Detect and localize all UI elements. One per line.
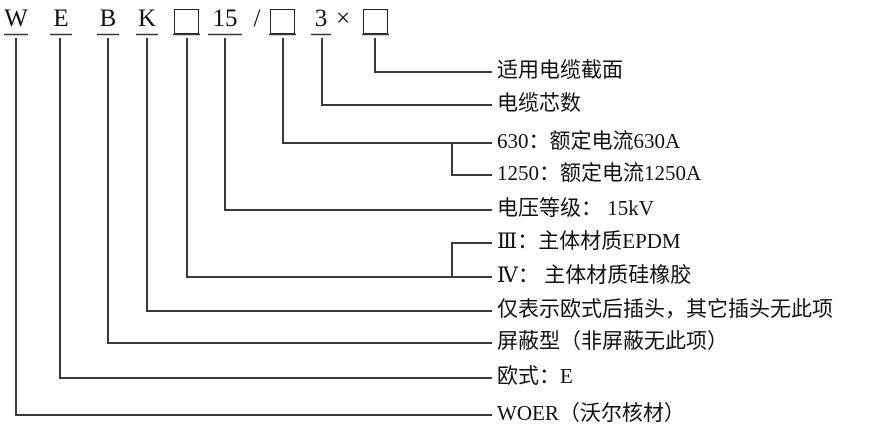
code-underline-box1 bbox=[173, 33, 200, 36]
leader-voltage-class bbox=[224, 38, 492, 211]
callout-label-voltage-class: 电压等级： 15kV bbox=[497, 196, 654, 220]
code-segment-15: 15 bbox=[212, 5, 238, 32]
code-segment-times: × bbox=[335, 5, 351, 32]
code-segment-box2 bbox=[270, 9, 295, 34]
code-underline-b bbox=[97, 33, 119, 36]
leader-rated-current-630 bbox=[282, 38, 492, 144]
leader-european-style bbox=[59, 38, 492, 379]
code-segment-slash: / bbox=[253, 5, 261, 32]
leader-material-epdm bbox=[451, 242, 492, 277]
code-underline-e bbox=[50, 33, 72, 36]
code-segment-3: 3 bbox=[314, 5, 328, 32]
code-underline-3 bbox=[311, 33, 331, 36]
leader-rated-current-1250 bbox=[451, 143, 492, 176]
code-underline-k bbox=[136, 33, 158, 36]
leader-cable-core-count bbox=[321, 38, 492, 106]
leader-material-silicone bbox=[186, 38, 492, 278]
callout-label-material-silicone: Ⅳ： 主体材质硅橡胶 bbox=[497, 263, 692, 287]
callout-label-cable-core-count: 电缆芯数 bbox=[497, 91, 581, 115]
code-segment-box1 bbox=[174, 9, 199, 34]
callout-label-european-style: 欧式：E bbox=[497, 364, 573, 388]
callout-label-cable-cross-section: 适用电缆截面 bbox=[497, 58, 623, 82]
callout-label-european-rear-plug: 仅表示欧式后插头，其它插头无此项 bbox=[497, 297, 833, 321]
leader-brand-woer bbox=[15, 38, 492, 416]
code-segment-b: B bbox=[99, 5, 117, 32]
leader-cable-cross-section bbox=[374, 38, 492, 73]
code-underline-box3 bbox=[362, 33, 389, 36]
callout-label-rated-current-1250: 1250：额定电流1250A bbox=[497, 161, 702, 185]
leader-shielded-type bbox=[107, 38, 492, 344]
leader-european-rear-plug bbox=[146, 38, 492, 312]
code-segment-w: W bbox=[4, 5, 28, 32]
callout-label-brand-woer: WOER（沃尔核材） bbox=[497, 401, 685, 425]
code-underline-box2 bbox=[269, 33, 296, 36]
callout-label-shielded-type: 屏蔽型（非屏蔽无此项） bbox=[497, 329, 728, 353]
callout-label-material-epdm: Ⅲ：主体材质EPDM bbox=[497, 229, 681, 253]
code-segment-k: K bbox=[137, 5, 157, 32]
callout-label-rated-current-630: 630：额定电流630A bbox=[497, 129, 681, 153]
code-segment-box3 bbox=[363, 9, 388, 34]
code-underline-w bbox=[4, 33, 28, 36]
code-segment-e: E bbox=[53, 5, 69, 32]
code-underline-15 bbox=[208, 33, 242, 36]
